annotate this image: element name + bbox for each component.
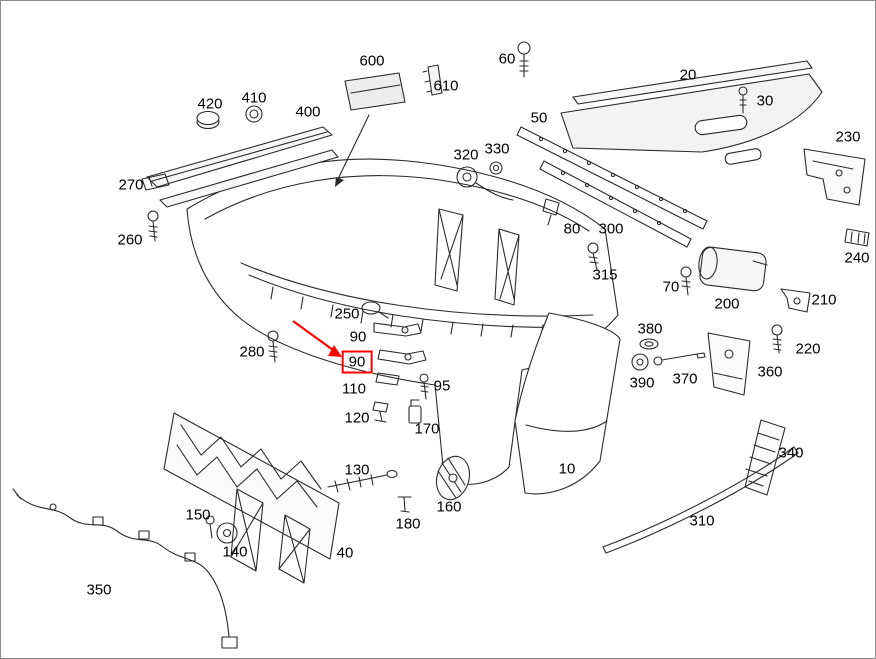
part-drawing-120 — [372, 401, 389, 423]
part-drawing-600 — [344, 72, 406, 111]
part-drawing-80 — [542, 198, 560, 226]
part-drawing-50-strip — [516, 126, 708, 230]
part-drawing-95 — [419, 373, 429, 400]
part-label-270: 270 — [118, 176, 144, 194]
part-drawing-150 — [205, 515, 215, 539]
part-label-300: 300 — [598, 220, 624, 238]
part-drawing-315 — [587, 242, 599, 271]
part-drawing-400-strips — [146, 126, 339, 208]
part-drawing-130 — [327, 469, 398, 493]
part-drawing-70 — [680, 266, 692, 296]
part-label-610: 610 — [433, 77, 459, 95]
part-label-10: 10 — [558, 460, 576, 478]
part-label-400: 400 — [295, 103, 321, 121]
part-label-50: 50 — [530, 109, 548, 127]
part-drawing-bumper-cover — [186, 158, 619, 485]
part-label-210: 210 — [811, 291, 837, 309]
part-label-230: 230 — [835, 128, 861, 146]
part-drawing-10 — [514, 312, 621, 495]
part-label-260: 260 — [117, 231, 143, 249]
part-drawing-340 — [744, 419, 786, 496]
part-drawing-410 — [245, 105, 263, 123]
part-label-40: 40 — [336, 544, 354, 562]
part-label-600: 600 — [359, 52, 385, 70]
highlight-arrow — [292, 320, 342, 357]
part-drawing-270 — [141, 173, 170, 191]
part-drawing-60 — [517, 41, 531, 78]
part-drawing-90-lower — [377, 349, 427, 365]
part-label-150: 150 — [185, 506, 211, 524]
part-label-80: 80 — [563, 220, 581, 238]
part-label-250: 250 — [334, 305, 360, 323]
part-label-340: 340 — [778, 444, 804, 462]
part-label-70: 70 — [662, 278, 680, 296]
part-label-120: 120 — [344, 409, 370, 427]
part-label-350: 350 — [86, 581, 112, 599]
part-label-370: 370 — [672, 370, 698, 388]
part-label-320: 320 — [453, 146, 479, 164]
part-label-280: 280 — [239, 343, 265, 361]
part-drawing-160 — [435, 455, 471, 501]
part-drawing-230 — [803, 148, 866, 206]
part-label-240: 240 — [844, 249, 870, 267]
part-label-110: 110 — [342, 380, 366, 398]
part-label-90: 90 — [349, 328, 367, 346]
part-drawing-310 — [602, 446, 799, 554]
part-label-160: 160 — [436, 498, 462, 516]
part-drawing-350 — [12, 488, 238, 649]
part-drawing-420 — [196, 110, 220, 130]
part-label-420: 420 — [197, 95, 223, 113]
part-label-130: 130 — [344, 461, 370, 479]
part-drawing-240 — [844, 228, 870, 247]
pointer-arrow-600 — [335, 114, 370, 187]
part-label-95: 95 — [433, 377, 451, 395]
part-label-90-highlighted: 90 — [341, 350, 373, 374]
part-drawing-30 — [738, 86, 748, 114]
part-label-30: 30 — [756, 92, 774, 110]
part-drawing-90-upper — [373, 322, 422, 337]
part-label-360: 360 — [757, 363, 783, 381]
part-drawing-210 — [780, 288, 811, 313]
part-drawing-610 — [422, 64, 443, 96]
part-drawing-380 — [639, 338, 659, 350]
part-drawing-220 — [771, 324, 783, 354]
part-label-380: 380 — [637, 320, 663, 338]
part-drawing-330 — [489, 161, 503, 175]
part-drawing-20 — [560, 60, 823, 165]
part-drawing-40 — [163, 412, 340, 584]
part-label-315: 315 — [592, 266, 618, 284]
part-drawing-250 — [361, 301, 389, 319]
part-label-180: 180 — [395, 515, 421, 533]
part-label-20: 20 — [679, 66, 697, 84]
part-drawing-300-strip — [539, 160, 692, 248]
part-drawing-140 — [216, 522, 238, 544]
part-drawing-280 — [267, 330, 279, 363]
part-drawing-110 — [375, 372, 400, 386]
part-label-390: 390 — [629, 374, 655, 392]
part-label-220: 220 — [795, 340, 821, 358]
part-drawing-260 — [147, 210, 159, 242]
part-drawing-200 — [698, 246, 768, 292]
part-label-330: 330 — [484, 140, 510, 158]
part-label-170: 170 — [414, 420, 440, 438]
part-label-310: 310 — [689, 512, 715, 530]
part-drawing-180 — [397, 496, 412, 513]
part-label-200: 200 — [714, 295, 740, 313]
part-label-410: 410 — [241, 89, 267, 107]
part-drawing-370 — [653, 352, 706, 366]
part-label-140: 140 — [222, 543, 248, 561]
part-label-60: 60 — [498, 50, 516, 68]
part-drawing-390 — [631, 353, 649, 371]
part-drawing-360 — [707, 332, 751, 396]
part-drawing-320 — [456, 166, 514, 201]
part-drawing-170 — [408, 399, 422, 424]
